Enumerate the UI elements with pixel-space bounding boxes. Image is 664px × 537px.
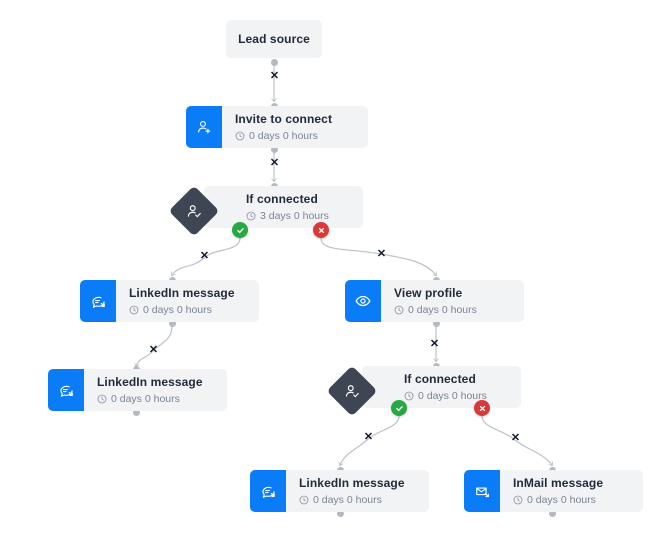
node-linkedin-3-delay: 0 days 0 hours (299, 494, 417, 507)
node-if-connected-2-delay: 0 days 0 hours (404, 390, 507, 403)
node-if-connected-2[interactable]: If connected 0 days 0 hours (326, 365, 521, 417)
node-linkedin-3-delay-text: 0 days 0 hours (313, 493, 382, 506)
node-invite-to-connect[interactable]: Invite to connect 0 days 0 hours (186, 106, 368, 148)
port-lead-source-out[interactable] (270, 58, 278, 66)
port-linkedin-3-out[interactable] (336, 509, 344, 517)
node-linkedin-1-delay: 0 days 0 hours (129, 304, 247, 317)
connector-remove-icon[interactable]: ✕ (429, 338, 440, 350)
node-view-profile-body: View profile 0 days 0 hours (381, 280, 524, 322)
linkedin-message-icon (80, 280, 116, 322)
node-view-profile-delay: 0 days 0 hours (394, 304, 512, 317)
connector-remove-icon[interactable]: ✕ (148, 344, 159, 356)
node-if-connected-1-card[interactable]: If connected 3 days 0 hours (204, 186, 363, 228)
node-invite-body: Invite to connect 0 days 0 hours (222, 106, 368, 148)
clock-icon (299, 495, 309, 505)
branch-badge-yes[interactable] (391, 400, 407, 416)
node-linkedin-3-title: LinkedIn message (299, 475, 405, 490)
close-icon (479, 405, 485, 411)
node-linkedin-2-delay: 0 days 0 hours (97, 393, 215, 406)
connector-remove-icon[interactable]: ✕ (363, 431, 374, 443)
node-if-connected-1[interactable]: If connected 3 days 0 hours (168, 185, 363, 237)
node-if-connected-2-card[interactable]: If connected 0 days 0 hours (362, 366, 521, 408)
person-add-icon (186, 106, 222, 148)
check-icon (395, 405, 403, 411)
condition-diamond[interactable] (168, 185, 220, 237)
node-lead-source-title: Lead source (238, 32, 310, 46)
node-invite-title: Invite to connect (235, 111, 333, 126)
node-linkedin-1-delay-text: 0 days 0 hours (143, 303, 212, 316)
node-view-profile[interactable]: View profile 0 days 0 hours (345, 280, 524, 322)
branch-badge-no[interactable] (474, 400, 490, 416)
node-linkedin-1-title: LinkedIn message (129, 285, 235, 300)
node-linkedin-message-1[interactable]: LinkedIn message 0 days 0 hours (80, 280, 259, 322)
node-invite-delay-text: 0 days 0 hours (249, 129, 318, 142)
linkedin-message-icon (48, 369, 84, 411)
node-linkedin-1-body: LinkedIn message 0 days 0 hours (116, 280, 259, 322)
node-inmail-title: InMail message (513, 475, 604, 490)
node-linkedin-message-2[interactable]: LinkedIn message 0 days 0 hours (48, 369, 227, 411)
port-view-profile-out[interactable] (432, 319, 440, 327)
connector-remove-icon[interactable]: ✕ (269, 157, 280, 169)
node-linkedin-2-title: LinkedIn message (97, 374, 203, 389)
node-inmail-delay-text: 0 days 0 hours (527, 493, 596, 506)
check-icon (236, 227, 244, 233)
linkedin-message-icon (250, 470, 286, 512)
clock-icon (235, 131, 245, 141)
node-invite-delay: 0 days 0 hours (235, 130, 356, 143)
node-lead-source[interactable]: Lead source (226, 20, 322, 58)
node-linkedin-2-body: LinkedIn message 0 days 0 hours (84, 369, 227, 411)
clock-icon (404, 391, 414, 401)
port-invite-out[interactable] (270, 145, 278, 153)
clock-icon (246, 211, 256, 221)
branch-badge-yes[interactable] (232, 222, 248, 238)
node-linkedin-message-3[interactable]: LinkedIn message 0 days 0 hours (250, 470, 429, 512)
node-linkedin-3-body: LinkedIn message 0 days 0 hours (286, 470, 429, 512)
connector-remove-icon[interactable]: ✕ (376, 248, 387, 260)
node-inmail-body: InMail message 0 days 0 hours (500, 470, 643, 512)
node-if-connected-2-title: If connected (404, 371, 476, 386)
clock-icon (129, 305, 139, 315)
node-if-connected-1-delay-text: 3 days 0 hours (260, 209, 329, 222)
person-check-icon (187, 204, 201, 217)
connector-remove-icon[interactable]: ✕ (199, 250, 210, 262)
clock-icon (394, 305, 404, 315)
connector-remove-icon[interactable]: ✕ (269, 70, 280, 82)
inmail-icon (464, 470, 500, 512)
port-inmail-out[interactable] (548, 509, 556, 517)
node-if-connected-1-delay: 3 days 0 hours (246, 210, 349, 223)
node-inmail-delay: 0 days 0 hours (513, 494, 631, 507)
clock-icon (97, 394, 107, 404)
person-check-icon (345, 384, 359, 397)
close-icon (318, 227, 324, 233)
eye-icon (345, 280, 381, 322)
node-inmail-message[interactable]: InMail message 0 days 0 hours (464, 470, 643, 512)
node-if-connected-1-title: If connected (246, 191, 318, 206)
connector-remove-icon[interactable]: ✕ (510, 432, 521, 444)
port-linkedin-1-out[interactable] (168, 319, 176, 327)
node-view-profile-title: View profile (394, 285, 463, 300)
port-linkedin-2-out[interactable] (132, 408, 140, 416)
clock-icon (513, 495, 523, 505)
node-view-profile-delay-text: 0 days 0 hours (408, 303, 477, 316)
node-linkedin-2-delay-text: 0 days 0 hours (111, 392, 180, 405)
condition-diamond[interactable] (326, 365, 378, 417)
branch-badge-no[interactable] (313, 222, 329, 238)
node-if-connected-2-delay-text: 0 days 0 hours (418, 389, 487, 402)
